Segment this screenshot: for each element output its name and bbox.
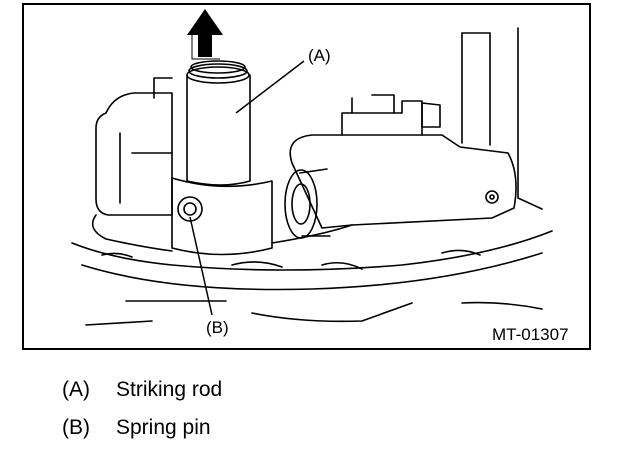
leader-line-B — [189, 216, 213, 316]
legend: (A) Striking rod (B) Spring pin — [62, 378, 222, 454]
case-floor — [91, 214, 353, 252]
transmission-illustration: (A) (B) MT-01307 — [22, 3, 591, 350]
striking-rod-A — [186, 74, 251, 186]
legend-key-b: (B) — [62, 416, 90, 439]
legend-key-a: (A) — [62, 378, 90, 401]
figure-frame — [22, 3, 591, 350]
rod-housing — [153, 77, 173, 99]
shift-fork-housing — [289, 134, 517, 229]
leader-line-A — [235, 60, 305, 114]
rod-collar — [171, 177, 273, 256]
upright-plate — [517, 27, 543, 210]
pull-up-arrow — [187, 9, 223, 57]
callout-a-label: (A) — [308, 46, 331, 65]
legend-row-b: (B) Spring pin — [62, 416, 222, 454]
spring-pin-B — [177, 196, 203, 222]
left-housing — [95, 92, 173, 216]
legend-row-a: (A) Striking rod — [62, 378, 222, 416]
legend-text-b: Spring pin — [116, 416, 211, 439]
figure-code: MT-01307 — [492, 325, 569, 344]
legend-text-a: Striking rod — [116, 378, 223, 401]
figure: (A) (B) MT-01307 — [22, 3, 592, 351]
callout-b-label: (B) — [206, 318, 229, 337]
upright-rod — [461, 32, 491, 146]
small-screw — [485, 190, 499, 204]
